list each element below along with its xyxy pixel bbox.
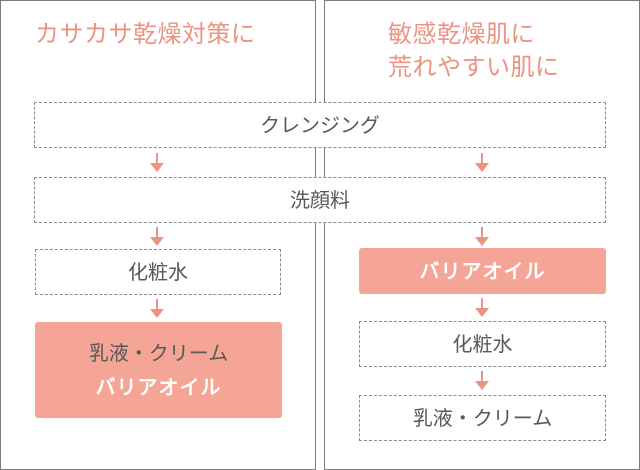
arrow-down-icon — [150, 153, 164, 173]
arrow-down-icon — [475, 298, 489, 318]
right-heading-line-2: 荒れやすい肌に — [388, 53, 560, 81]
right-step-barrier-oil: バリアオイル — [359, 248, 606, 294]
step-cleansing-label: クレンジング — [260, 113, 380, 137]
right-step-barrier-oil-label: バリアオイル — [419, 259, 546, 283]
left-step-lotion-and-oil: 乳液・クリーム バリアオイル — [35, 322, 282, 418]
arrow-down-icon — [475, 371, 489, 391]
right-column-heading: 敏感乾燥肌に 荒れやすい肌に — [388, 18, 560, 84]
left-step-oil-label: バリアオイル — [95, 375, 222, 399]
step-face-wash-label: 洗顔料 — [290, 188, 350, 212]
left-step-toner-label: 化粧水 — [128, 260, 188, 284]
right-step-toner-label: 化粧水 — [452, 332, 513, 356]
left-column-heading: カサカサ乾燥対策に — [35, 20, 256, 48]
right-step-lotion-cream: 乳液・クリーム — [359, 395, 606, 441]
left-step-lotion-label: 乳液・クリーム — [88, 341, 229, 365]
arrow-down-icon — [475, 227, 489, 247]
right-heading-line-1: 敏感乾燥肌に — [388, 20, 535, 48]
arrow-down-icon — [150, 299, 164, 319]
arrow-down-icon — [475, 153, 489, 173]
step-face-wash: 洗顔料 — [34, 177, 606, 223]
right-step-lotion-cream-label: 乳液・クリーム — [412, 406, 553, 430]
step-cleansing: クレンジング — [34, 102, 606, 148]
left-step-toner: 化粧水 — [35, 249, 281, 295]
right-step-toner: 化粧水 — [359, 321, 606, 367]
arrow-down-icon — [150, 227, 164, 247]
